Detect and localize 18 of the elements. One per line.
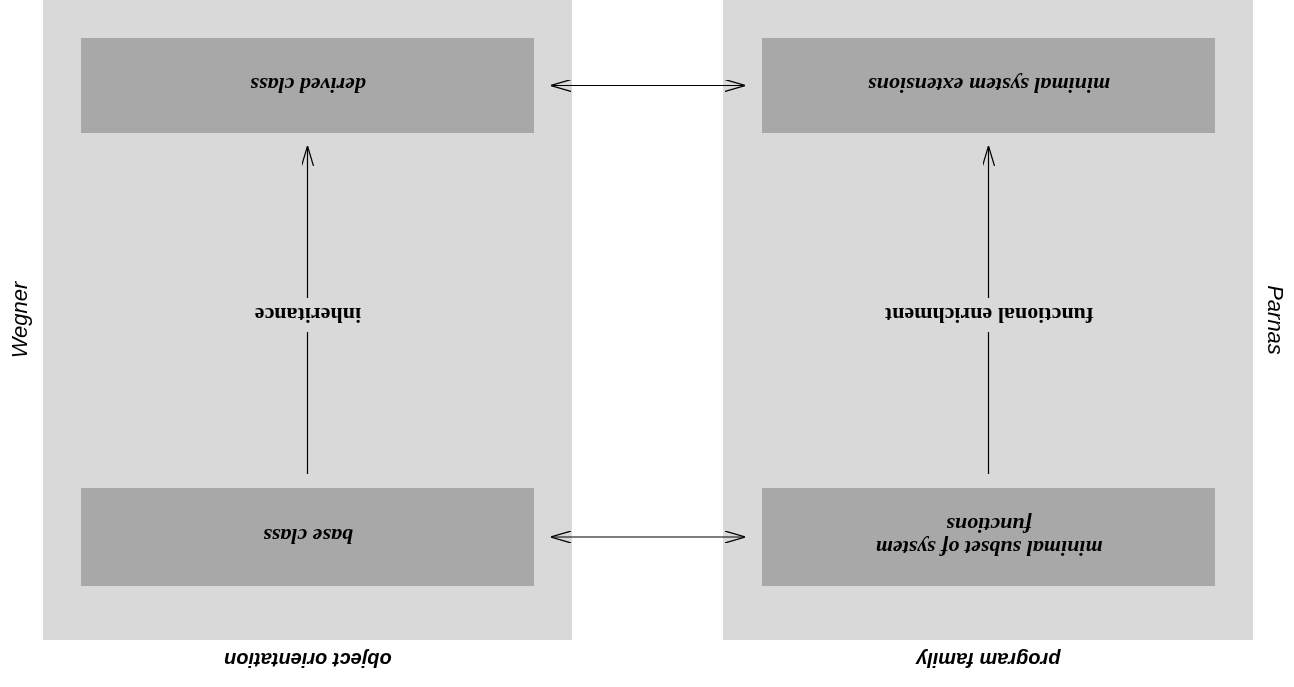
box-label: base class <box>261 525 354 549</box>
arrow <box>550 78 746 93</box>
box-label: minimal subset of system functions <box>874 513 1103 561</box>
class-box <box>762 488 1215 586</box>
edge-label: inheritance <box>252 297 363 332</box>
box-label: minimal system extensions <box>866 73 1111 98</box>
panel-heading: object orientation <box>223 648 392 671</box>
arrow <box>550 530 746 544</box>
arrow <box>981 145 996 475</box>
class-box <box>762 38 1215 133</box>
class-box <box>81 488 534 586</box>
edge-label: functional enrichment <box>882 297 1095 332</box>
box-label: derived class <box>248 73 367 98</box>
author-label: Wegner <box>7 281 33 359</box>
panel-heading: program family <box>915 648 1061 671</box>
class-box <box>81 38 534 133</box>
arrow <box>300 145 315 475</box>
author-label: Parnas <box>1262 285 1288 355</box>
